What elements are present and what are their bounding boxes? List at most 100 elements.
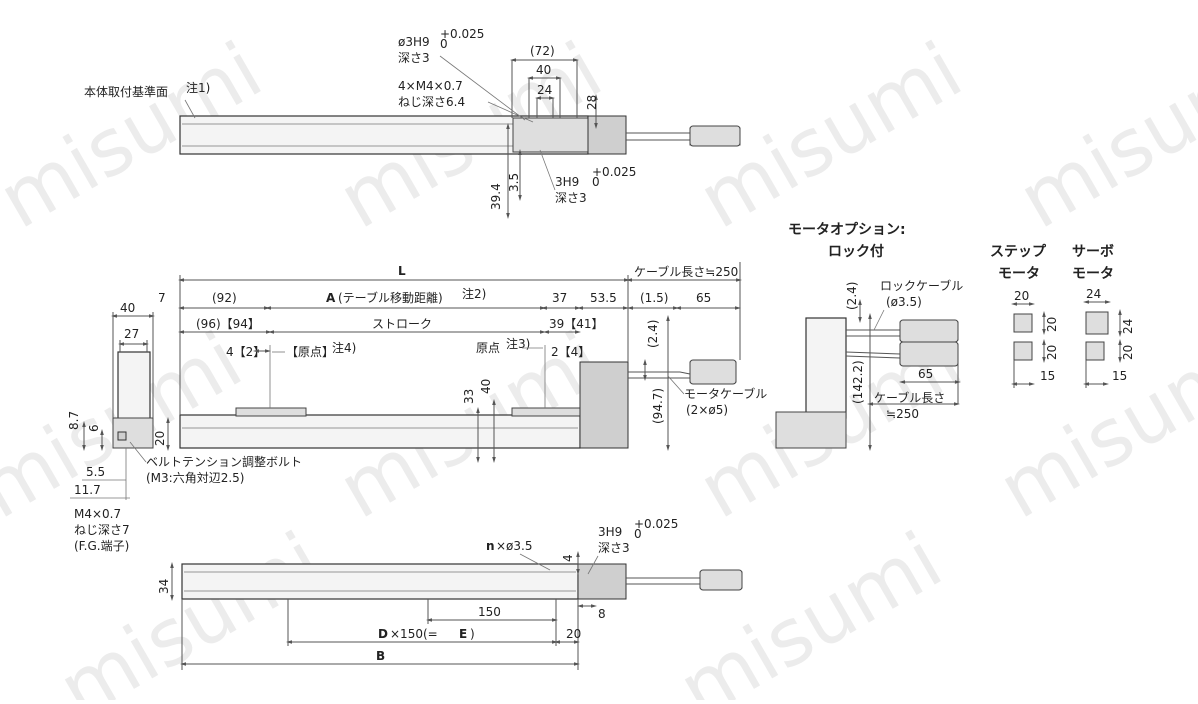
stroke-label: ストローク — [372, 317, 432, 331]
dim-65-side: 65 — [696, 291, 711, 305]
belt-bolt-label: ベルトテンション調整ボルト — [146, 454, 302, 469]
connector-top — [690, 126, 740, 146]
lock-cable-label: ロックケーブル — [880, 278, 963, 293]
dim-96-94: (96)【94】 — [196, 317, 260, 331]
bottom-view: n ×ø3.5 4 3H9 +0.025 0 深さ3 34 150 8 D ×1… — [157, 517, 742, 670]
top-hole1-depth: 深さ3 — [398, 51, 430, 65]
dim-24-top: 24 — [537, 83, 552, 97]
ref-face-label: 本体取付基準面 — [84, 84, 168, 99]
bottom-dim-34: 34 — [157, 579, 171, 594]
side-cable-length: ケーブル長さ≒250 — [634, 264, 738, 279]
bottom-hole-depth: 深さ3 — [598, 541, 630, 555]
motor-block-top — [588, 116, 626, 154]
dim-A-text: (テーブル移動距離) — [338, 290, 443, 305]
dim-40-side: 40 — [479, 379, 493, 394]
lock-cable-dia: (ø3.5) — [886, 295, 922, 309]
origin-bracket-note: 注4) — [332, 340, 356, 355]
origin-note: 注3) — [506, 336, 530, 351]
end-dim-11-7: 11.7 — [74, 483, 101, 497]
step-title-1: ステップ — [990, 244, 1047, 260]
step-dim-20b: 20 — [1045, 317, 1059, 332]
dim-L: L — [398, 264, 406, 278]
servo-title-2: モータ — [1072, 266, 1114, 282]
bottom-dim-8: 8 — [598, 607, 606, 621]
lock-motor — [806, 318, 846, 418]
dim-39-41: 39【41】 — [549, 317, 604, 331]
servo-dim-20: 20 — [1121, 345, 1135, 360]
step-dim-15: 15 — [1040, 369, 1055, 383]
servo-title-1: サーボ — [1072, 244, 1114, 260]
lock-cable-connector — [900, 320, 958, 342]
top-hole2-tol-zero: 0 — [592, 175, 600, 189]
step-title-2: モータ — [998, 266, 1040, 282]
actuator-body-side — [180, 415, 580, 448]
end-dim-8-7: 8.7 — [67, 411, 81, 430]
dim-53-5: 53.5 — [590, 291, 617, 305]
end-motor — [118, 352, 150, 420]
origin-bracket-label: 【原点】 — [286, 345, 334, 359]
watermark: misumi — [665, 516, 957, 700]
step-dim-20c: 20 — [1045, 345, 1059, 360]
bottom-dim-150: 150 — [478, 605, 501, 619]
actuator-body-bottom — [182, 564, 578, 599]
lock-dim-142-2: (142.2) — [851, 360, 865, 404]
bottom-dim-4: 4 — [561, 554, 575, 562]
dim-3-5: 3.5 — [507, 173, 521, 192]
bottom-D-close: ) — [470, 627, 475, 641]
watermark: misumi — [1005, 26, 1198, 247]
lock-base — [776, 412, 846, 448]
motor-block-bottom — [578, 564, 626, 599]
side-view: L ケーブル長さ≒250 7 (92) A (テーブル移動距離) 注2) 37 … — [158, 262, 767, 460]
dim-92: (92) — [212, 291, 237, 305]
dim-2-4: 2【4】 — [551, 345, 590, 359]
slide-table-top — [513, 118, 588, 152]
servo-dim-15: 15 — [1112, 369, 1127, 383]
bottom-n: n — [486, 539, 495, 553]
motor-block-side — [580, 362, 628, 448]
dim-A: A — [326, 291, 336, 305]
top-hole2-label: 3H9 — [555, 175, 579, 189]
end-dim-5-5: 5.5 — [86, 465, 105, 479]
dim-1-5: (1.5) — [640, 291, 668, 305]
dim-A-note: 注2) — [462, 286, 486, 301]
bottom-n-holes: ×ø3.5 — [496, 539, 532, 553]
dim-94-7: (94.7) — [651, 388, 665, 424]
servo-dim-24b: 24 — [1121, 319, 1135, 334]
bottom-D: D — [378, 627, 388, 641]
dim-28-top: 28 — [585, 95, 599, 110]
ref-face-note: 注1) — [186, 80, 210, 95]
servo-connector-bottom — [1086, 342, 1104, 360]
fg-term: (F.G.端子) — [74, 539, 129, 553]
motor-cable-dia: (2×ø5) — [686, 403, 728, 417]
dim-33: 33 — [462, 389, 476, 404]
servo-dim-24a: 24 — [1086, 287, 1101, 301]
end-dim-40: 40 — [120, 301, 135, 315]
top-thread-label: 4×M4×0.7 — [398, 79, 463, 93]
dim-39-4: 39.4 — [489, 183, 503, 210]
lock-dim-65: 65 — [918, 367, 933, 381]
top-hole1-tol-zero: 0 — [440, 37, 448, 51]
top-hole1-label: ø3H9 — [398, 35, 430, 49]
lock-cable-len-2: ≒250 — [886, 407, 919, 421]
lock-title-2: ロック付 — [828, 243, 884, 260]
step-motor-view: ステップ モータ 20 20 20 15 — [990, 244, 1059, 388]
motor-cable-connector — [900, 342, 958, 366]
bottom-D-text: ×150(= — [390, 627, 438, 641]
dim-37: 37 — [552, 291, 567, 305]
step-dim-20a: 20 — [1014, 289, 1029, 303]
dim-7: 7 — [158, 291, 166, 305]
dim-2-4-paren: (2.4) — [646, 320, 660, 348]
end-dim-27: 27 — [124, 327, 139, 341]
connector-side — [690, 360, 736, 384]
lock-dim-2-4: (2.4) — [845, 282, 859, 310]
belt-bolt-spec: (M3:六角対辺2.5) — [146, 471, 244, 485]
fg-thread: M4×0.7 — [74, 507, 121, 521]
fg-terminal — [118, 432, 126, 440]
bottom-E: E — [459, 627, 467, 641]
step-connector-bottom — [1014, 342, 1032, 360]
table-right-side — [512, 408, 580, 416]
servo-connector-top — [1086, 312, 1108, 334]
dim-40-top: 40 — [536, 63, 551, 77]
